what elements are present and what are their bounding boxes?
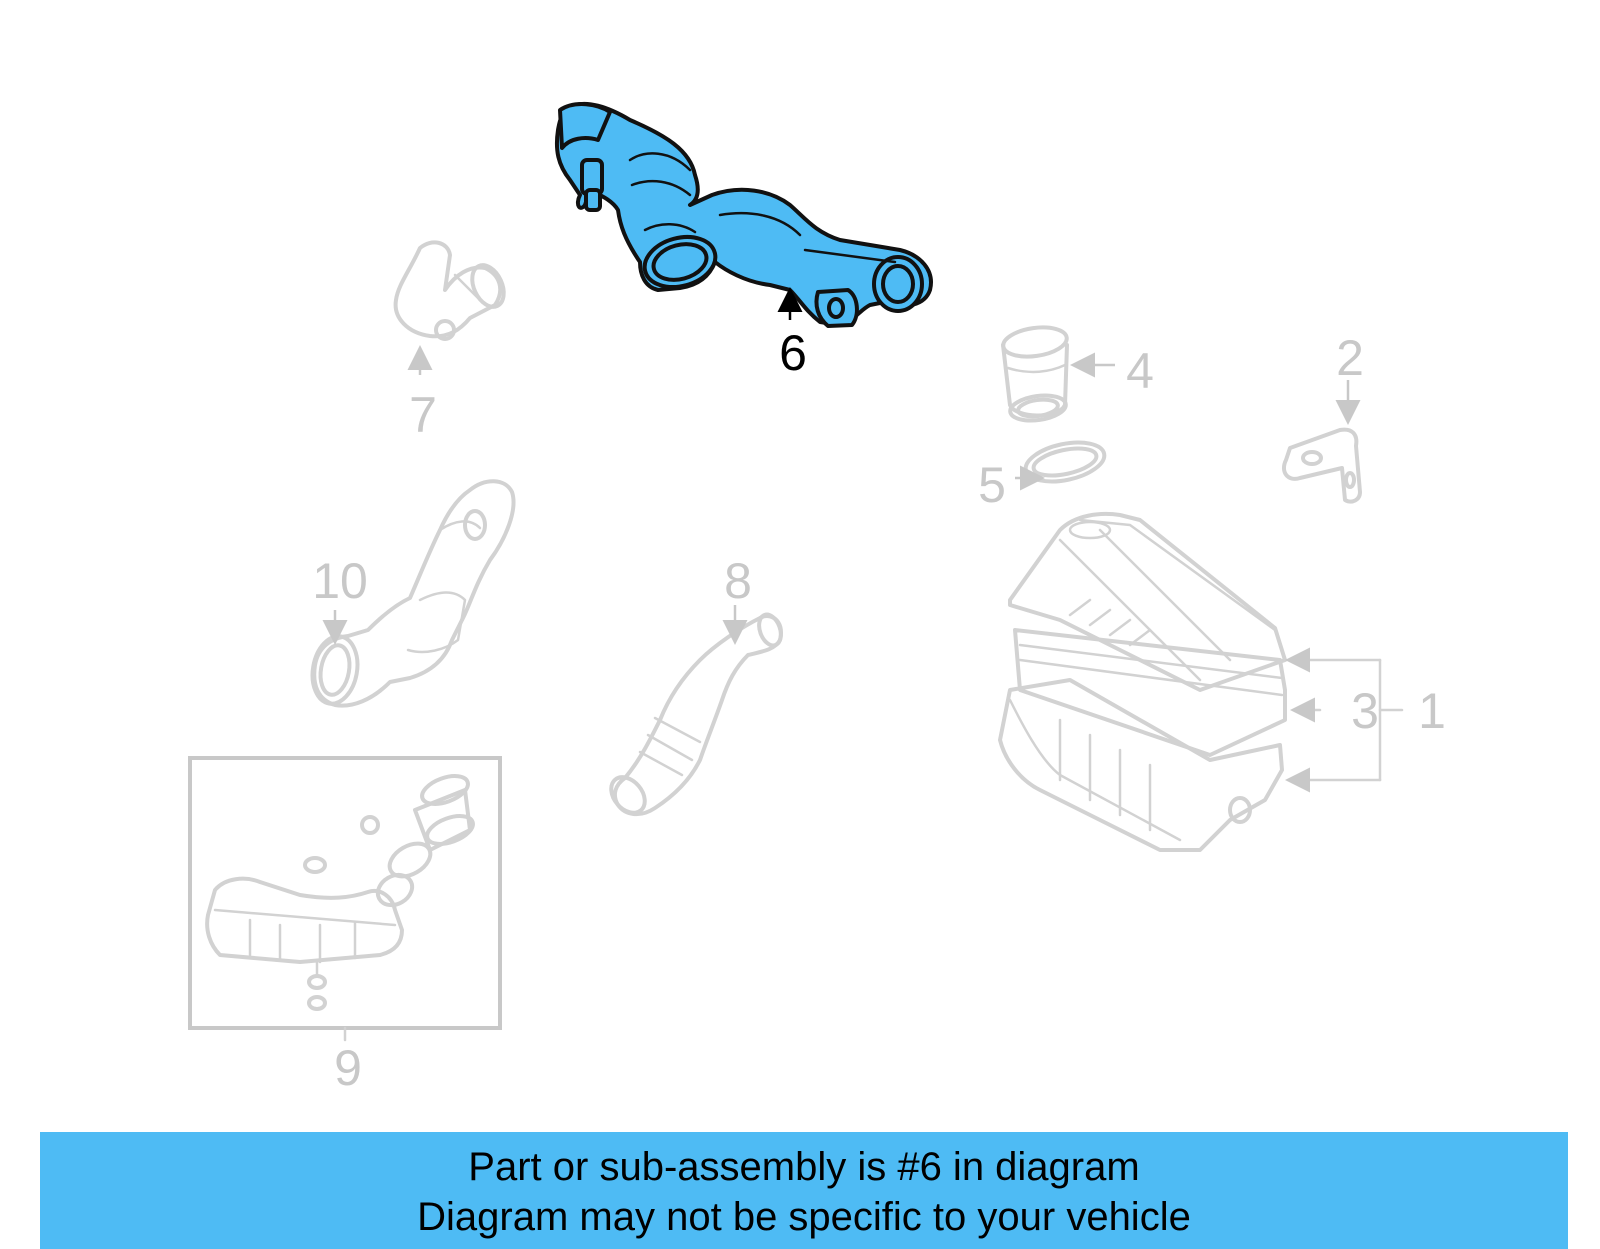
callout-3: 3: [1351, 683, 1379, 739]
banner-line-disclaimer: Diagram may not be specific to your vehi…: [417, 1195, 1191, 1239]
leader-arrows: [322, 287, 1361, 645]
part-6-intake-hose[interactable]: [554, 102, 933, 328]
callout-4: 4: [1126, 343, 1154, 399]
callout-6: 6: [779, 325, 807, 381]
callout-1: 1: [1418, 683, 1446, 739]
part-5-gasket: [1023, 440, 1107, 484]
part-2-bracket: [1281, 427, 1362, 504]
part-1-air-cleaner-assembly: [998, 511, 1404, 852]
banner-line-part: Part or sub-assembly is #6 in diagram: [468, 1145, 1140, 1189]
part-7-elbow: [393, 240, 506, 341]
part-8-intake-tube: [609, 612, 783, 817]
callout-8: 8: [724, 553, 752, 609]
part-9-resonator-subassembly: [188, 756, 502, 1042]
callout-10: 10: [312, 553, 368, 609]
part-4-coupler: [1001, 325, 1069, 423]
callout-9: 9: [334, 1040, 362, 1096]
info-banner: Part or sub-assembly is #6 in diagram Di…: [40, 1132, 1568, 1249]
callout-7: 7: [409, 387, 437, 443]
callout-5: 5: [978, 457, 1006, 513]
callout-2: 2: [1336, 330, 1364, 386]
